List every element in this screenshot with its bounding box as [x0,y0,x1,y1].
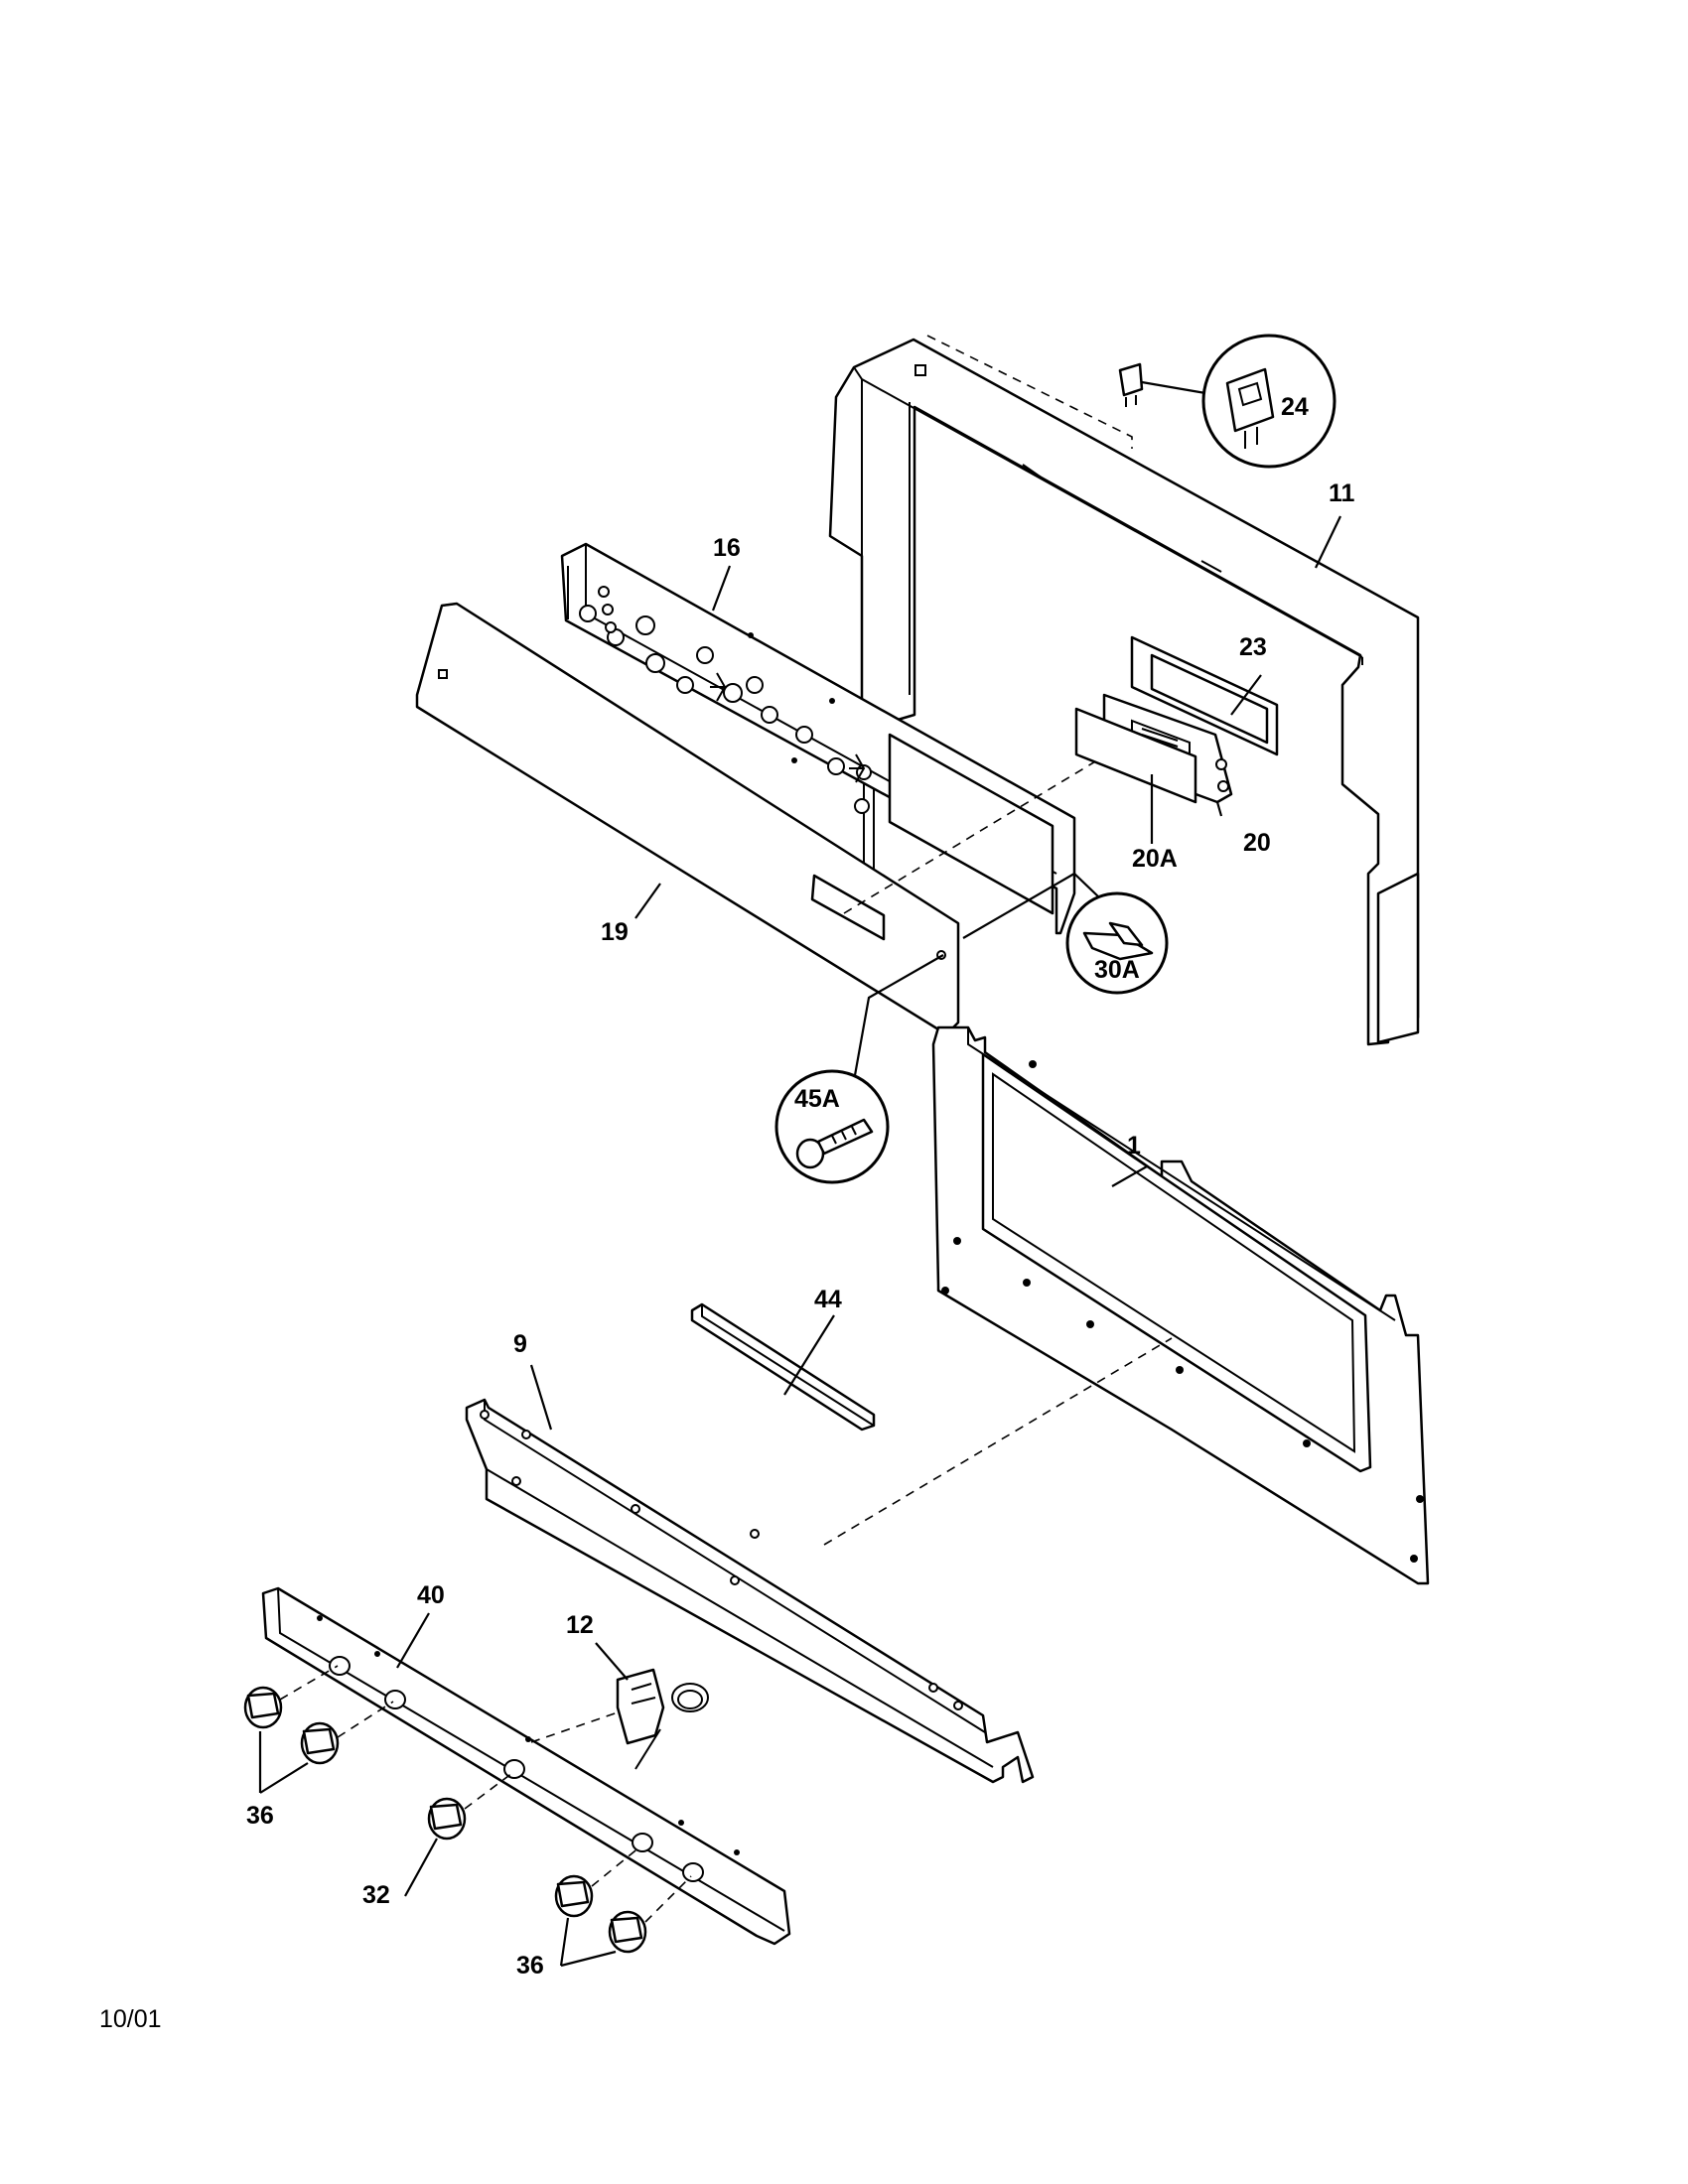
lower-control-panel-part-9 [465,1398,1035,1784]
rear-panel-part-1 [823,1025,1430,1585]
part-label-24: 24 [1281,393,1309,421]
oven-knob-part-32 [404,1772,513,1897]
screw-callout-part-45A [774,954,944,1184]
burner-knob-part-36-left-2 [300,1701,394,1765]
clip-callout-part-30A [962,873,1169,995]
rocker-switch-part-24 [1118,334,1336,469]
part-label-9: 9 [513,1330,527,1358]
part-label-36-right: 36 [516,1952,544,1979]
part-label-36-left: 36 [246,1802,274,1830]
part-label-45A: 45A [794,1085,840,1113]
burner-knob-part-36-right-1 [554,1845,641,1918]
part-label-23: 23 [1239,633,1267,661]
part-label-20A: 20A [1132,845,1178,873]
part-label-20: 20 [1243,829,1271,857]
part-label-1: 1 [1127,1132,1141,1160]
part-label-16: 16 [713,534,741,562]
burner-knob-part-36-left-1 [243,1665,339,1729]
part-label-32: 32 [362,1881,390,1909]
knob-leaders-part-36-right [559,1917,617,1968]
part-label-12: 12 [566,1611,594,1639]
part-label-19: 19 [601,918,629,946]
clock-frame-part-23 [1130,635,1279,756]
part-label-40: 40 [417,1581,445,1609]
control-bracket-part-16 [560,542,1076,935]
part-label-11: 11 [1329,479,1355,507]
knob-leaders-part-36-left [258,1731,309,1794]
clock-overlay-part-20A [1074,707,1197,844]
burner-knob-part-36-right-2 [608,1875,692,1954]
part-label-30A: 30A [1094,956,1140,984]
date-code: 10/01 [99,2005,162,2033]
thermostat-part-12 [530,1642,709,1770]
label-leader-lines [396,515,1341,1669]
manifold-panel-part-40 [261,1586,791,1946]
part-label-44: 44 [814,1286,842,1313]
trim-strip-part-44 [690,1302,876,1432]
